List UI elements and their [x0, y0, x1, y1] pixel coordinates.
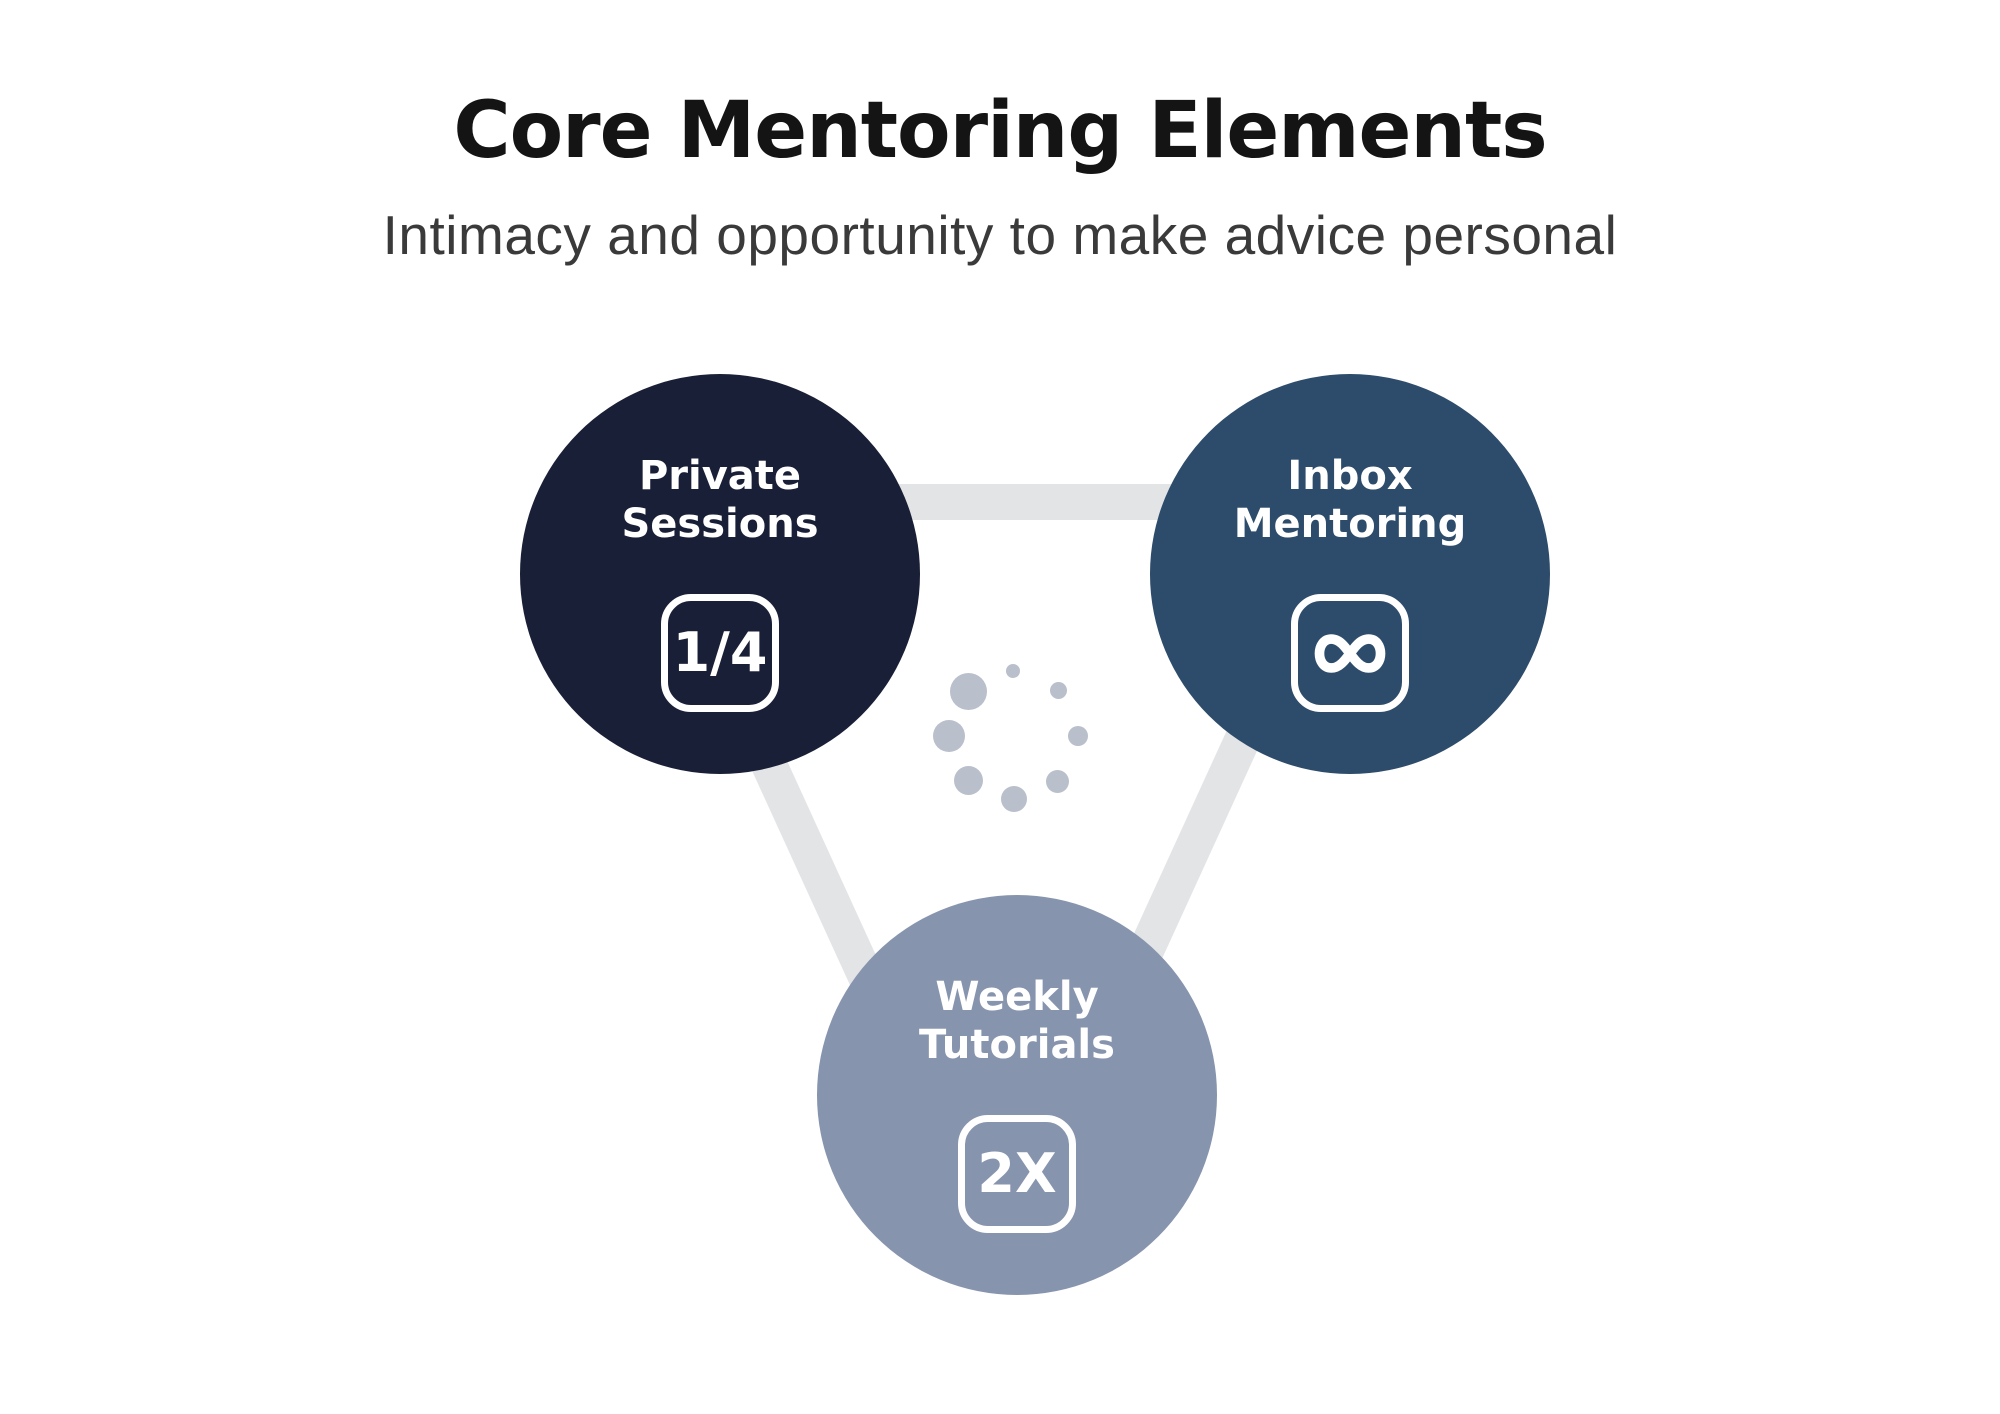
node-label-line: Mentoring: [1233, 501, 1467, 547]
page-title: Core Mentoring Elements: [453, 86, 1547, 176]
node-label-line: Sessions: [621, 501, 819, 547]
infinity-icon: [1314, 633, 1386, 673]
node-label-line: Inbox: [1287, 453, 1413, 499]
node-private-sessions: Private Sessions 1/4: [520, 374, 920, 774]
page-subtitle: Intimacy and opportunity to make advice …: [382, 204, 1618, 266]
spinner-dot-6: [953, 765, 983, 795]
node-label-line: Weekly: [935, 974, 1099, 1020]
node-weekly-tutorials-label: Weekly Tutorials: [919, 973, 1115, 1069]
node-private-sessions-label: Private Sessions: [621, 452, 818, 548]
spinner-dot-4: [1045, 769, 1069, 793]
connector-triangle-path: [631, 484, 1369, 1288]
spinner-dot-3: [1068, 726, 1088, 746]
node-weekly-tutorials: Weekly Tutorials 2X: [817, 895, 1217, 1295]
quarter-ratio-badge: 1/4: [661, 594, 779, 712]
node-inbox-mentoring: Inbox Mentoring: [1150, 374, 1550, 774]
spinner-dot-8: [949, 672, 987, 710]
spinner-dot-2: [1049, 681, 1067, 699]
node-label-line: Private: [638, 453, 802, 499]
quarter-ratio-badge-text: 1/4: [672, 621, 768, 684]
twice-badge-text: 2X: [977, 1142, 1057, 1205]
twice-badge: 2X: [958, 1115, 1076, 1233]
spinner-dot-1: [1006, 664, 1020, 678]
spinner-dot-7: [933, 720, 965, 752]
infinity-badge: [1291, 594, 1409, 712]
node-inbox-mentoring-label: Inbox Mentoring: [1234, 452, 1467, 548]
node-label-line: Tutorials: [919, 1022, 1115, 1068]
spinner-dot-5: [1001, 786, 1027, 812]
